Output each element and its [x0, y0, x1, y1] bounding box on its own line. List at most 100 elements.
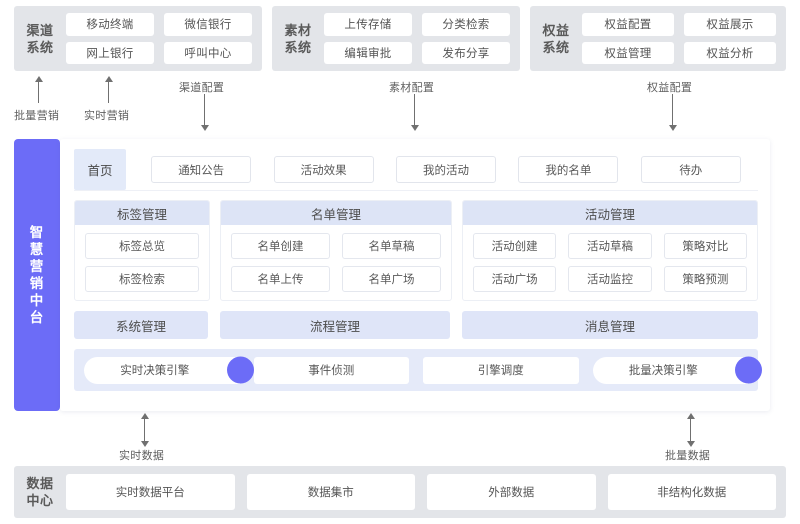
band-1[interactable]: 系统管理 [74, 311, 208, 339]
data-center-item[interactable]: 数据集市 [246, 474, 415, 510]
module-items: 活动创建活动草稿策略对比活动广场活动监控策略预测 [463, 225, 757, 300]
platform-rail-label: 智慧营销中台 [29, 225, 45, 325]
arrow-head-top-5 [668, 125, 677, 131]
system-group-label: 权益系统 [530, 22, 582, 56]
marketing-platform: 智慧营销中台 首页 通知公告活动效果我的活动我的名单待办 标签管理标签总览标签检… [14, 139, 770, 411]
system-group-label-line: 素材 [284, 22, 312, 38]
arrow-head-down-bottom-2 [686, 441, 695, 447]
arrow-head-top-4 [410, 125, 419, 131]
system-item[interactable]: 微信银行 [164, 13, 252, 36]
module-title: 名单管理 [221, 201, 451, 225]
system-item[interactable]: 权益配置 [582, 13, 674, 36]
band-row: 系统管理流程管理消息管理 [74, 311, 758, 339]
module-item[interactable]: 名单广场 [342, 266, 441, 292]
tab-list: 通知公告活动效果我的活动我的名单待办 [126, 156, 758, 183]
arrow-label-top-4: 素材配置 [389, 82, 435, 94]
module-title: 活动管理 [463, 201, 757, 225]
band-2[interactable]: 流程管理 [220, 311, 450, 339]
module-title: 标签管理 [75, 201, 209, 225]
arrow-head-top-3 [200, 125, 209, 131]
tab-3[interactable]: 我的活动 [395, 156, 496, 183]
system-item[interactable]: 移动终端 [66, 13, 154, 36]
system-item[interactable]: 上传存储 [324, 13, 412, 36]
system-item[interactable]: 权益分析 [684, 41, 776, 64]
system-item[interactable]: 编辑审批 [324, 41, 412, 64]
arrow-line-top-3 [204, 94, 205, 125]
arrow-line-top-1 [38, 82, 39, 103]
tab-2[interactable]: 活动效果 [273, 156, 374, 183]
module-item[interactable]: 标签检索 [85, 266, 199, 292]
system-group-label: 素材系统 [272, 22, 324, 56]
arrow-line-top-4 [414, 94, 415, 125]
engine-1[interactable]: 实时决策引擎 [84, 356, 254, 384]
system-group-label: 渠道系统 [14, 22, 66, 56]
arrow-line-top-5 [672, 94, 673, 125]
data-center-label: 数据中心 [14, 475, 66, 509]
module-item[interactable]: 策略预测 [663, 266, 747, 292]
engine-row: 实时决策引擎 事件侦测 引擎调度 批量决策引擎 [74, 349, 762, 391]
tab-bar: 首页 通知公告活动效果我的活动我的名单待办 [74, 149, 758, 191]
engine-label: 引擎调度 [477, 365, 524, 377]
engine-4[interactable]: 批量决策引擎 [592, 356, 762, 384]
data-center-item[interactable]: 外部数据 [427, 474, 596, 510]
module-2: 名单管理名单创建名单草稿名单上传名单广场 [220, 200, 452, 301]
arrow-label-top-2: 实时营销 [84, 110, 130, 122]
module-item[interactable]: 活动创建 [473, 233, 557, 259]
system-item[interactable]: 发布分享 [422, 41, 510, 64]
module-item[interactable]: 活动广场 [473, 266, 557, 292]
engine-label: 实时决策引擎 [120, 365, 190, 377]
arrow-label-top-5: 权益配置 [647, 82, 693, 94]
engine-dot-icon [226, 356, 254, 384]
system-group-label-line: 渠道 [26, 22, 54, 38]
system-item[interactable]: 权益管理 [582, 41, 674, 64]
data-center-label-line: 中心 [26, 493, 54, 508]
data-center-item[interactable]: 非结构化数据 [607, 474, 776, 510]
arrow-head-up-bottom-2 [686, 413, 695, 419]
module-item[interactable]: 标签总览 [85, 233, 199, 259]
arrow-line-bottom-2 [690, 419, 691, 441]
arrow-label-bottom-1: 实时数据 [119, 450, 165, 462]
module-item[interactable]: 策略对比 [663, 233, 747, 259]
arrow-label-bottom-2: 批量数据 [665, 450, 711, 462]
system-item[interactable]: 分类检索 [422, 13, 510, 36]
system-item[interactable]: 网上银行 [66, 41, 154, 64]
system-group-label-line: 系统 [284, 39, 312, 55]
module-item[interactable]: 活动监控 [568, 266, 652, 292]
data-center-label-line: 数据 [26, 476, 54, 491]
module-item[interactable]: 名单创建 [231, 233, 330, 259]
system-group-items: 上传存储分类检索编辑审批发布分享 [324, 6, 520, 71]
arrow-line-top-2 [108, 82, 109, 103]
engine-label: 事件侦测 [308, 365, 355, 377]
system-item[interactable]: 呼叫中心 [164, 41, 252, 64]
tab-4[interactable]: 我的名单 [518, 156, 619, 183]
system-group-items: 权益配置权益展示权益管理权益分析 [582, 6, 786, 71]
system-group-1: 渠道系统移动终端微信银行网上银行呼叫中心 [14, 6, 262, 71]
arrow-line-bottom-1 [144, 419, 145, 441]
tab-5[interactable]: 待办 [640, 156, 741, 183]
module-item[interactable]: 名单上传 [231, 266, 330, 292]
module-item[interactable]: 活动草稿 [568, 233, 652, 259]
engine-3[interactable]: 引擎调度 [423, 356, 579, 384]
module-3: 活动管理活动创建活动草稿策略对比活动广场活动监控策略预测 [462, 200, 758, 301]
system-group-items: 移动终端微信银行网上银行呼叫中心 [66, 6, 262, 71]
data-center-items: 实时数据平台数据集市外部数据非结构化数据 [66, 466, 786, 518]
arrow-label-top-1: 批量营销 [14, 110, 60, 122]
system-group-3: 权益系统权益配置权益展示权益管理权益分析 [530, 6, 786, 71]
engine-label: 批量决策引擎 [628, 365, 698, 377]
tab-1[interactable]: 通知公告 [151, 156, 252, 183]
system-group-label-line: 系统 [542, 39, 570, 55]
module-item[interactable]: 名单草稿 [342, 233, 441, 259]
engine-dot-icon [735, 356, 762, 384]
data-center-item[interactable]: 实时数据平台 [66, 474, 235, 510]
band-3[interactable]: 消息管理 [462, 311, 758, 339]
engine-2[interactable]: 事件侦测 [253, 356, 409, 384]
arrow-head-down-bottom-1 [140, 441, 149, 447]
system-group-label-line: 系统 [26, 39, 54, 55]
module-items: 名单创建名单草稿名单上传名单广场 [221, 225, 451, 300]
arrow-label-top-3: 渠道配置 [179, 82, 225, 94]
system-item[interactable]: 权益展示 [684, 13, 776, 36]
arrow-head-up-bottom-1 [140, 413, 149, 419]
tab-home[interactable]: 首页 [74, 149, 126, 190]
platform-rail: 智慧营销中台 [14, 139, 60, 411]
